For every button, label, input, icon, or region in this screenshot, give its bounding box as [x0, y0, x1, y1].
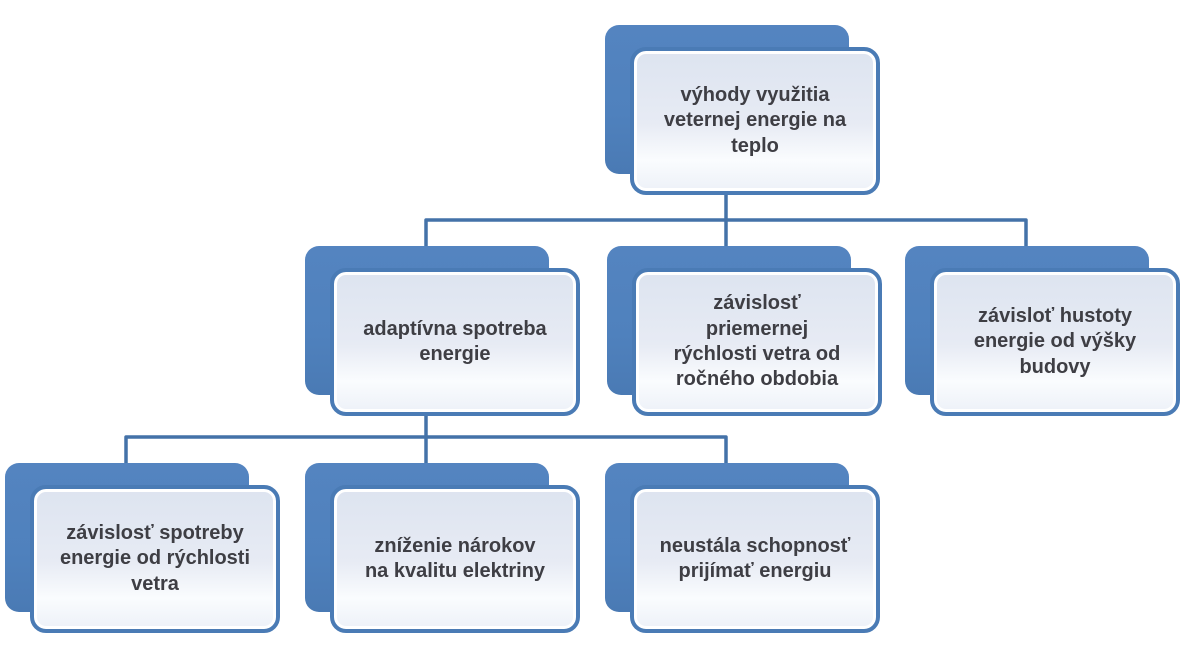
node-label: zníženie nárokov na kvalitu elektriny: [364, 534, 546, 582]
edge-adaptivna-children-bar: [124, 435, 728, 473]
node-zavislost-hustoty-energie: závisloť hustoty energie od výšky budovy: [905, 246, 1180, 416]
node-box: zníženie nárokov na kvalitu elektriny: [330, 485, 580, 633]
node-neustala-schopnost: neustála schopnosť prijímať energiu: [605, 463, 880, 633]
node-box: závisloť hustoty energie od výšky budovy: [930, 268, 1180, 416]
node-znizenie-narokov: zníženie nárokov na kvalitu elektriny: [305, 463, 580, 633]
node-box: závislosť priemernej rýchlosti vetra od …: [632, 268, 882, 416]
node-zavislost-spotreby-energie: závislosť spotreby energie od rýchlosti …: [5, 463, 280, 633]
node-label: závislosť spotreby energie od rýchlosti …: [59, 521, 251, 595]
node-box: závislosť spotreby energie od rýchlosti …: [30, 485, 280, 633]
edge-root-children-bar: [424, 218, 1028, 256]
node-label: závislosť priemernej rýchlosti vetra od …: [673, 292, 841, 391]
node-label: adaptívna spotreba energie: [363, 317, 547, 365]
node-vyhody-vyuzitia: výhody využitia veternej energie na tepl…: [605, 25, 880, 195]
node-adaptivna-spotreba: adaptívna spotreba energie: [305, 246, 580, 416]
node-label: výhody využitia veternej energie na tepl…: [663, 83, 847, 157]
node-box: neustála schopnosť prijímať energiu: [630, 485, 880, 633]
node-box: adaptívna spotreba energie: [330, 268, 580, 416]
node-label: neustála schopnosť prijímať energiu: [659, 534, 851, 582]
node-label: závisloť hustoty energie od výšky budovy: [973, 304, 1137, 378]
node-box: výhody využitia veternej energie na tepl…: [630, 47, 880, 195]
node-zavislost-priemernej-rychlosti: závislosť priemernej rýchlosti vetra od …: [607, 246, 882, 416]
